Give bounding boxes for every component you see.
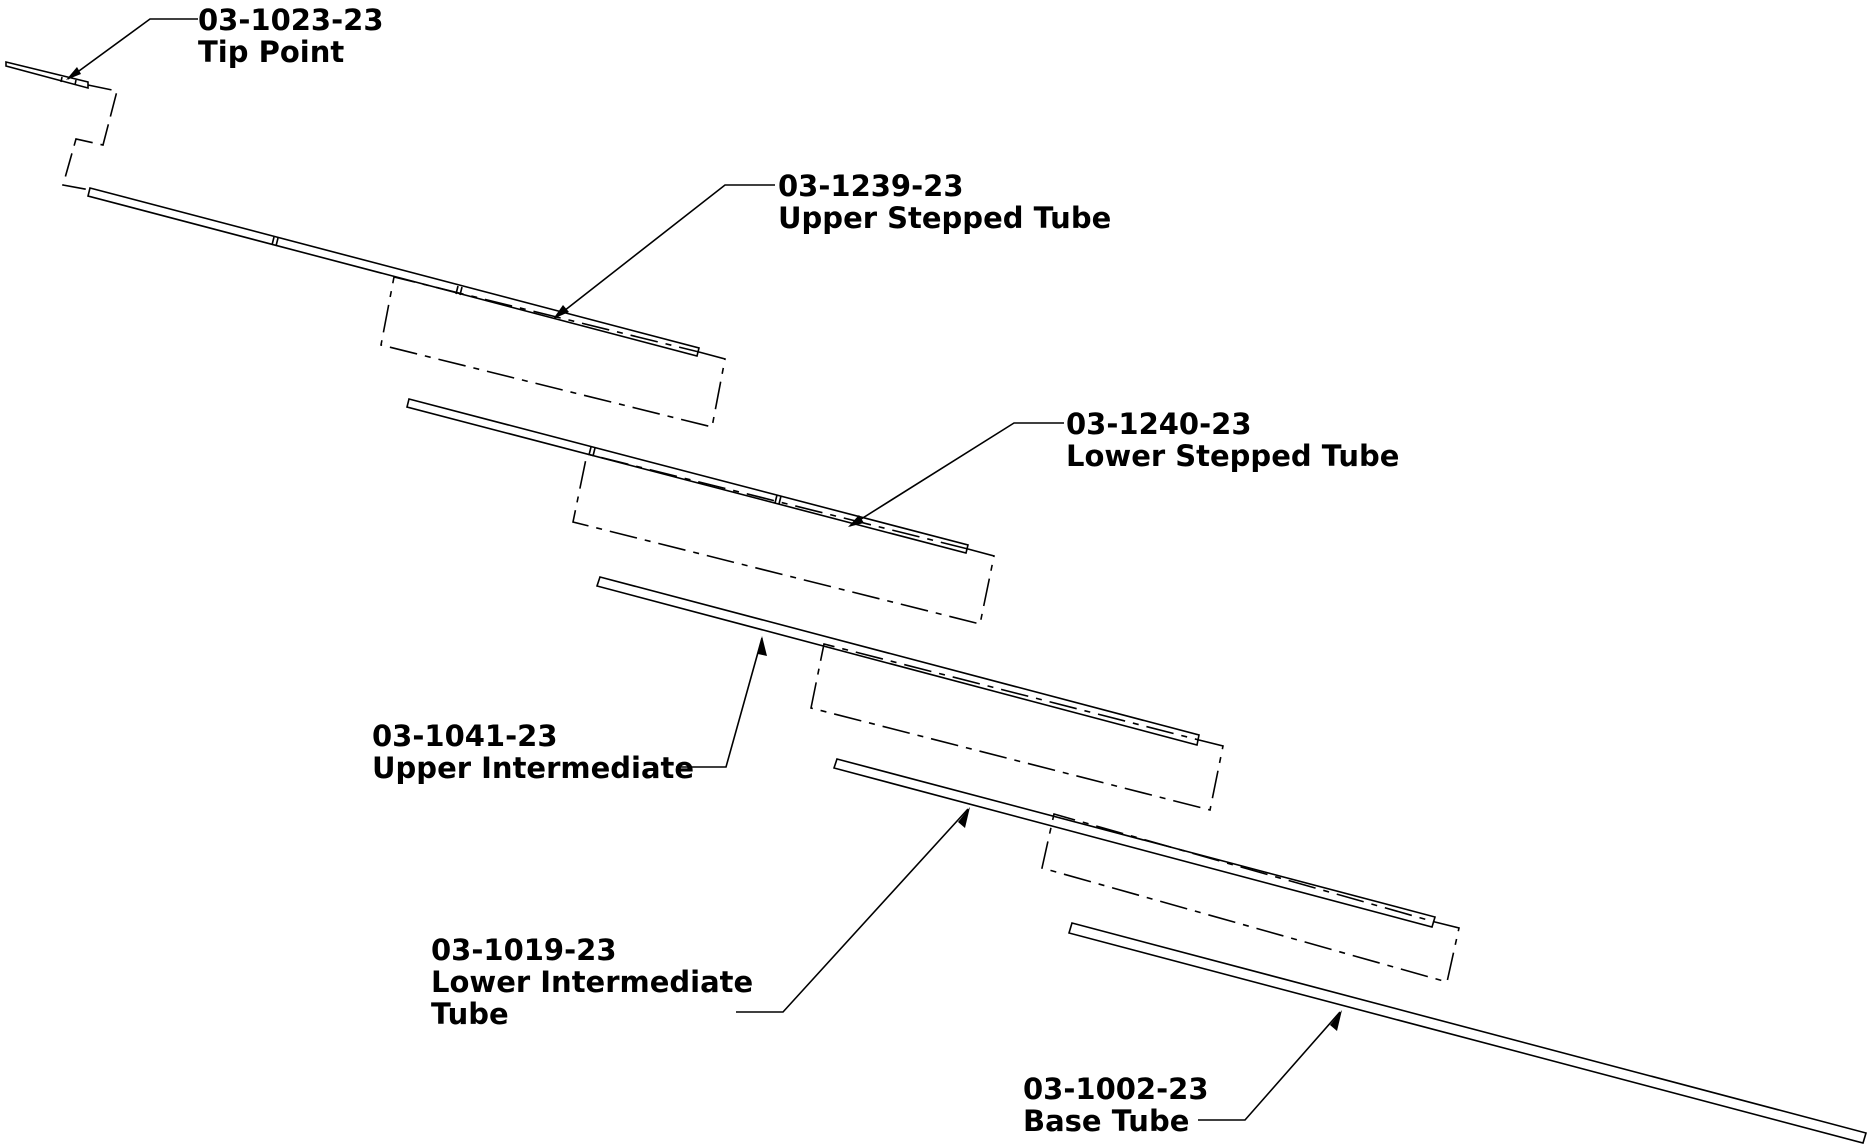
part-label: Tip Point bbox=[198, 35, 345, 69]
connector-line-2 bbox=[572, 453, 995, 625]
arrowhead-base-tube bbox=[1330, 1010, 1342, 1031]
connector-line-3 bbox=[810, 643, 1224, 811]
leader-line-upper-intermediate bbox=[676, 637, 763, 768]
tip-point-part bbox=[5, 60, 89, 90]
connector-line-4 bbox=[1041, 812, 1460, 983]
lower-intermediate-tube-part bbox=[832, 758, 1437, 928]
connector-line-1 bbox=[380, 276, 726, 428]
callout-base-tube: 03-1002-23 Base Tube bbox=[1023, 1073, 1209, 1137]
part-number: 03-1002-23 bbox=[1023, 1072, 1209, 1106]
arrowhead-lower-stepped-tube bbox=[848, 515, 864, 527]
leader-line-base-tube bbox=[1198, 1011, 1341, 1121]
leader-line-lower-stepped-tube bbox=[849, 422, 1064, 527]
leader-line-lower-intermediate-tube bbox=[736, 808, 969, 1013]
arrowhead-lower-intermediate-tube bbox=[958, 807, 970, 828]
part-number: 03-1023-23 bbox=[198, 3, 384, 37]
upper-intermediate-tube-part bbox=[595, 576, 1200, 746]
arrowhead-tip-point bbox=[66, 67, 81, 80]
part-number: 03-1019-23 bbox=[431, 933, 617, 967]
part-number: 03-1041-23 bbox=[372, 719, 558, 753]
callout-lower-intermediate-tube: 03-1019-23 Lower Intermediate Tube bbox=[431, 934, 753, 1030]
part-label: Upper Intermediate bbox=[372, 751, 695, 785]
callout-upper-stepped-tube: 03-1239-23 Upper Stepped Tube bbox=[778, 170, 1111, 234]
part-label: Base Tube bbox=[1023, 1104, 1190, 1138]
part-label: Upper Stepped Tube bbox=[778, 201, 1112, 235]
arrowhead-upper-stepped-tube bbox=[553, 305, 569, 319]
leader-line-upper-stepped-tube bbox=[554, 184, 775, 319]
lower-stepped-tube-part bbox=[406, 398, 969, 554]
tip-connector-line bbox=[61, 84, 118, 191]
leader-line-tip-point bbox=[67, 18, 198, 80]
part-label: Lower Stepped Tube bbox=[1066, 439, 1400, 473]
part-label: Lower Intermediate bbox=[431, 965, 754, 999]
part-label-continued: Tube bbox=[431, 997, 509, 1031]
callout-upper-intermediate: 03-1041-23 Upper Intermediate bbox=[372, 720, 694, 784]
callout-tip-point: 03-1023-23 Tip Point bbox=[198, 4, 384, 68]
upper-stepped-tube-part bbox=[87, 187, 700, 357]
part-number: 03-1240-23 bbox=[1066, 407, 1252, 441]
base-tube-part bbox=[1067, 922, 1868, 1144]
arrowhead-upper-intermediate bbox=[758, 636, 767, 656]
callout-lower-stepped-tube: 03-1240-23 Lower Stepped Tube bbox=[1066, 408, 1399, 472]
part-number: 03-1239-23 bbox=[778, 169, 964, 203]
